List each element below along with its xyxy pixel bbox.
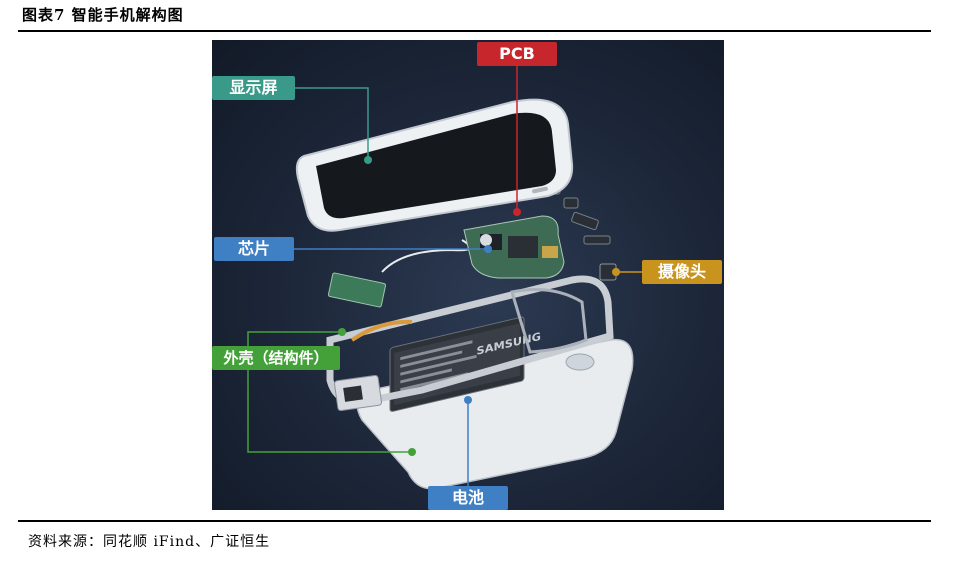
top-rule (18, 30, 931, 32)
case-leader (247, 331, 342, 346)
bottom-rule (18, 520, 931, 522)
antenna-wire (381, 239, 471, 273)
display-leader (295, 87, 369, 160)
camera-window (565, 353, 595, 371)
case-callout: 外壳（结构件） (212, 346, 340, 370)
exploded-phone-photo: SAMSUNG (212, 40, 724, 510)
figure-title: 图表7 智能手机解构图 (22, 6, 184, 24)
chip-callout: 芯片 (214, 237, 294, 261)
pcb-callout: PCB (477, 42, 557, 66)
source-note: 资料来源：同花顺 iFind、广证恒生 (28, 534, 271, 550)
back-cover (356, 338, 634, 490)
frame-inner (510, 288, 588, 354)
flex-cable (350, 319, 413, 342)
battery-callout: 电池 (428, 486, 508, 510)
display-callout: 显示屏 (212, 76, 295, 100)
case-leader-2 (247, 370, 412, 453)
usb-board (327, 272, 387, 308)
phone-illustration: SAMSUNG (247, 66, 642, 490)
middle-frame (326, 275, 614, 406)
camera-callout: 摄像头 (642, 260, 722, 284)
